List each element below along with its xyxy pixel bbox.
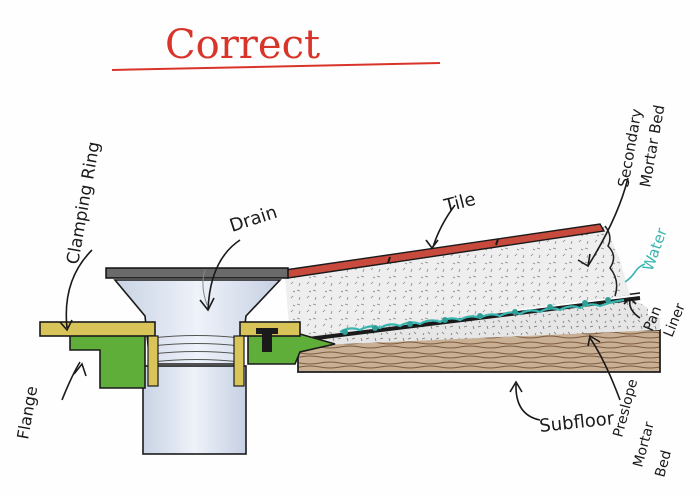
drain-grate-plate <box>105 267 289 279</box>
clamping-bolt-head <box>256 328 278 334</box>
secondary-mortar-leader <box>587 177 629 267</box>
diagram-title: Correct <box>165 22 320 68</box>
water-arrow <box>624 263 646 283</box>
preslope-mortar-fill <box>300 300 648 344</box>
tile-leader <box>432 204 456 248</box>
water-dots <box>342 297 611 335</box>
subfloor-arrowhead <box>509 380 523 393</box>
label-flange: Flange <box>13 385 41 441</box>
clamping-ring-collar-right <box>233 335 245 387</box>
flange-arrowhead <box>73 362 87 377</box>
label-water: Water <box>639 225 671 274</box>
label-subfloor: Subfloor <box>538 408 615 437</box>
mortar-bed-edge <box>604 225 618 297</box>
clamping-ring-leader <box>65 249 93 329</box>
flange-leader <box>61 361 81 401</box>
clamping-ring-collar-left <box>147 335 159 387</box>
label-bed: Bed <box>652 449 674 479</box>
preslope-arrowhead <box>587 334 601 347</box>
subfloor-leader <box>515 383 541 421</box>
secondary-mortar-arrowhead <box>577 253 591 268</box>
label-tile: Tile <box>441 189 478 217</box>
label-drain: Drain <box>227 202 280 237</box>
tile-joints <box>387 238 499 264</box>
drain-arrowhead <box>199 297 215 312</box>
clamping-ring-left <box>39 321 156 337</box>
tile-arrowhead <box>425 239 439 250</box>
title-underline <box>111 62 441 71</box>
clamping-ring-arrowhead <box>59 319 73 332</box>
pan-liner-arrowhead <box>623 296 637 305</box>
pan-liner-leader <box>628 299 641 319</box>
label-liner: Liner <box>661 301 689 340</box>
label-clamping-ring: Clamping Ring <box>63 140 104 266</box>
label-mortar: Mortar <box>630 420 657 469</box>
drain-pipe <box>142 365 247 455</box>
drain-threads <box>151 335 241 363</box>
drain-leader <box>207 239 241 311</box>
flange-left <box>69 333 146 389</box>
clamping-bolt <box>262 330 272 352</box>
drain-flow <box>202 269 208 306</box>
secondary-mortar-bed <box>285 226 630 338</box>
preslope-leader <box>589 337 621 401</box>
